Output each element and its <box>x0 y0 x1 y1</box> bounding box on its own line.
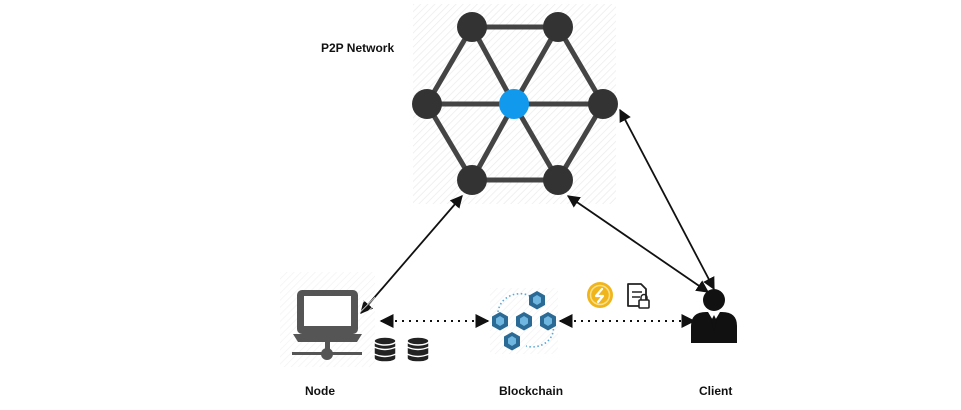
network-node <box>543 12 573 42</box>
block-cube <box>504 332 520 351</box>
database-icon <box>373 336 397 363</box>
node-network-arrow <box>360 195 463 314</box>
client-network-arrow-2 <box>566 195 710 293</box>
block-cube <box>492 312 508 331</box>
p2p-network-label: P2P Network <box>321 41 394 55</box>
block-cube <box>516 312 532 331</box>
block-cube <box>529 291 545 310</box>
blockchain-label: Blockchain <box>499 384 563 398</box>
business-user-icon <box>691 289 737 343</box>
network-node <box>543 165 573 195</box>
network-links <box>360 108 715 314</box>
p2p-network-graphic <box>412 4 618 204</box>
network-nodes <box>412 12 618 195</box>
client-label: Client <box>699 384 732 398</box>
monitor-stand <box>325 342 330 352</box>
network-node <box>457 165 487 195</box>
blockchain-cubes-icon <box>490 288 558 354</box>
monitor-base <box>293 334 362 342</box>
node-label: Node <box>305 384 335 398</box>
database-icon <box>406 336 430 363</box>
secure-document-icon <box>627 283 650 309</box>
server-monitor-icon <box>280 272 375 367</box>
network-node <box>457 12 487 42</box>
chain-arc <box>497 292 531 313</box>
network-port <box>321 348 333 360</box>
client-network-arrow <box>619 108 715 291</box>
network-node <box>588 89 618 119</box>
network-center-node <box>499 89 529 119</box>
monitor-screen <box>304 296 351 326</box>
block-cube <box>540 312 556 331</box>
network-node <box>412 89 442 119</box>
chain-arc <box>525 324 555 348</box>
coin-icon <box>587 282 613 308</box>
